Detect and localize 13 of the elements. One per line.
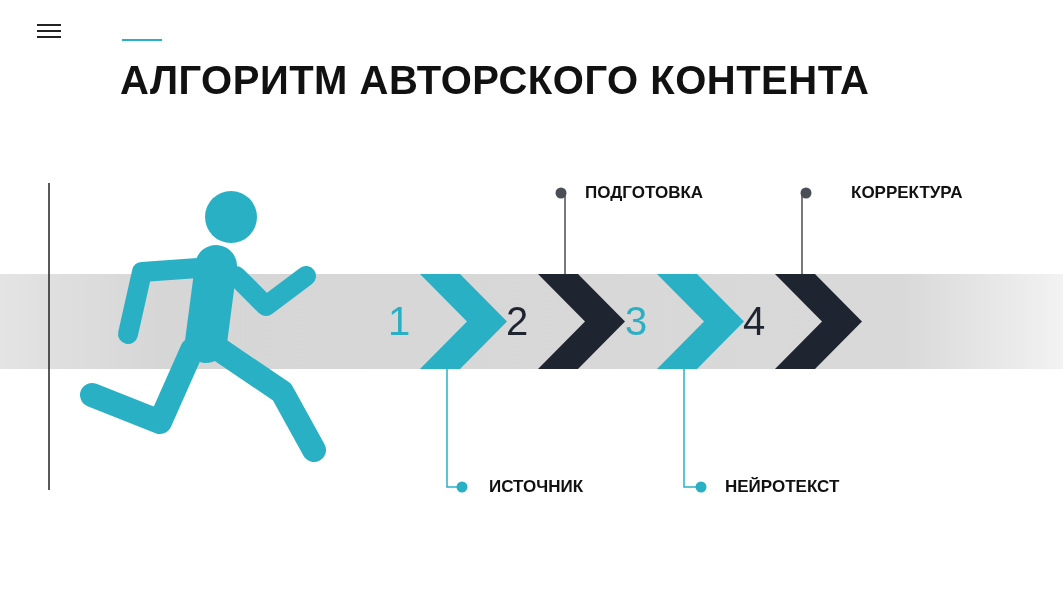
step-label: КОРРЕКТУРА	[806, 183, 963, 203]
step-label: ИСТОЧНИК	[462, 477, 584, 497]
leader-line	[555, 187, 567, 275]
leader-line	[800, 187, 812, 275]
leader-line	[446, 368, 468, 493]
step-number: 1	[388, 299, 411, 343]
title: АЛГОРИТМ АВТОРСКОГО КОНТЕНТА	[120, 58, 870, 103]
step-number: 4	[743, 299, 766, 343]
leader-line	[683, 368, 707, 493]
step-label: НЕЙРОТЕКСТ	[701, 477, 840, 497]
step-number: 3	[625, 299, 648, 343]
step-number: 2	[506, 299, 529, 343]
step-label: ПОДГОТОВКА	[561, 183, 704, 203]
